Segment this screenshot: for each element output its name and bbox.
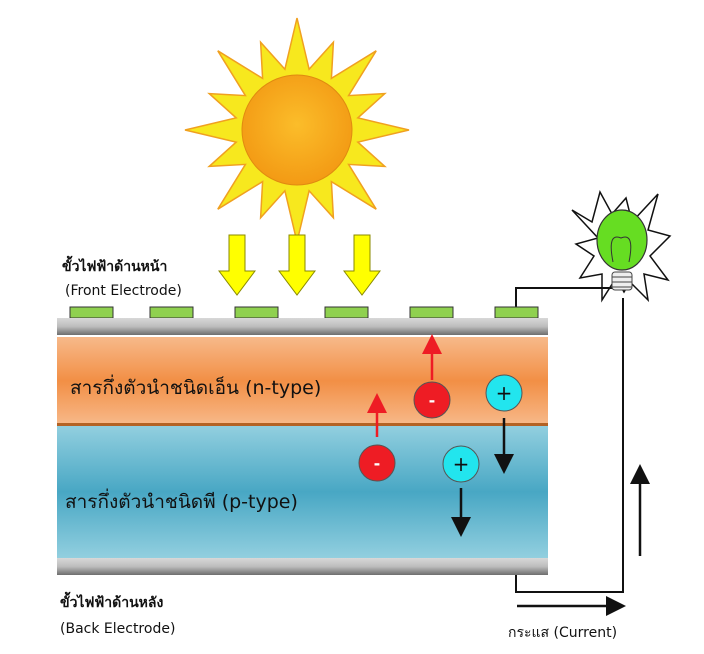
front-electrode-contacts <box>69 306 539 319</box>
light-arrow <box>343 234 381 296</box>
svg-text:-: - <box>429 391 436 410</box>
n-type-layer <box>57 337 548 425</box>
current-label: กระแส (Current) <box>508 625 618 641</box>
sunlight-arrows <box>218 234 381 296</box>
p-type-label: สารกึ่งตัวนำชนิดพี (p-type) <box>65 491 298 513</box>
back-electrode-label-th: ขั้วไฟฟ้าด้านหลัง <box>60 595 164 611</box>
light-arrow <box>218 234 256 296</box>
sun-icon <box>184 17 410 243</box>
back-electrode-label-en: (Back Electrode) <box>60 621 176 637</box>
light-arrow <box>278 234 316 296</box>
svg-text:+: + <box>496 381 513 405</box>
front-electrode-bar <box>57 318 548 335</box>
back-electrode-bar <box>57 558 548 575</box>
electron: - <box>413 381 451 419</box>
front-electrode-label-en: (Front Electrode) <box>65 283 182 299</box>
hole: + <box>442 445 480 483</box>
hole: + <box>485 374 523 412</box>
svg-text:-: - <box>374 454 381 473</box>
svg-text:+: + <box>453 452 470 476</box>
front-electrode-label-th: ขั้วไฟฟ้าด้านหน้า <box>62 259 168 275</box>
external-circuit-wire <box>515 287 624 593</box>
n-type-label: สารกึ่งตัวนำชนิดเอ็น (n-type) <box>70 377 322 399</box>
light-bulb-icon <box>571 189 672 303</box>
electron: - <box>358 444 396 482</box>
